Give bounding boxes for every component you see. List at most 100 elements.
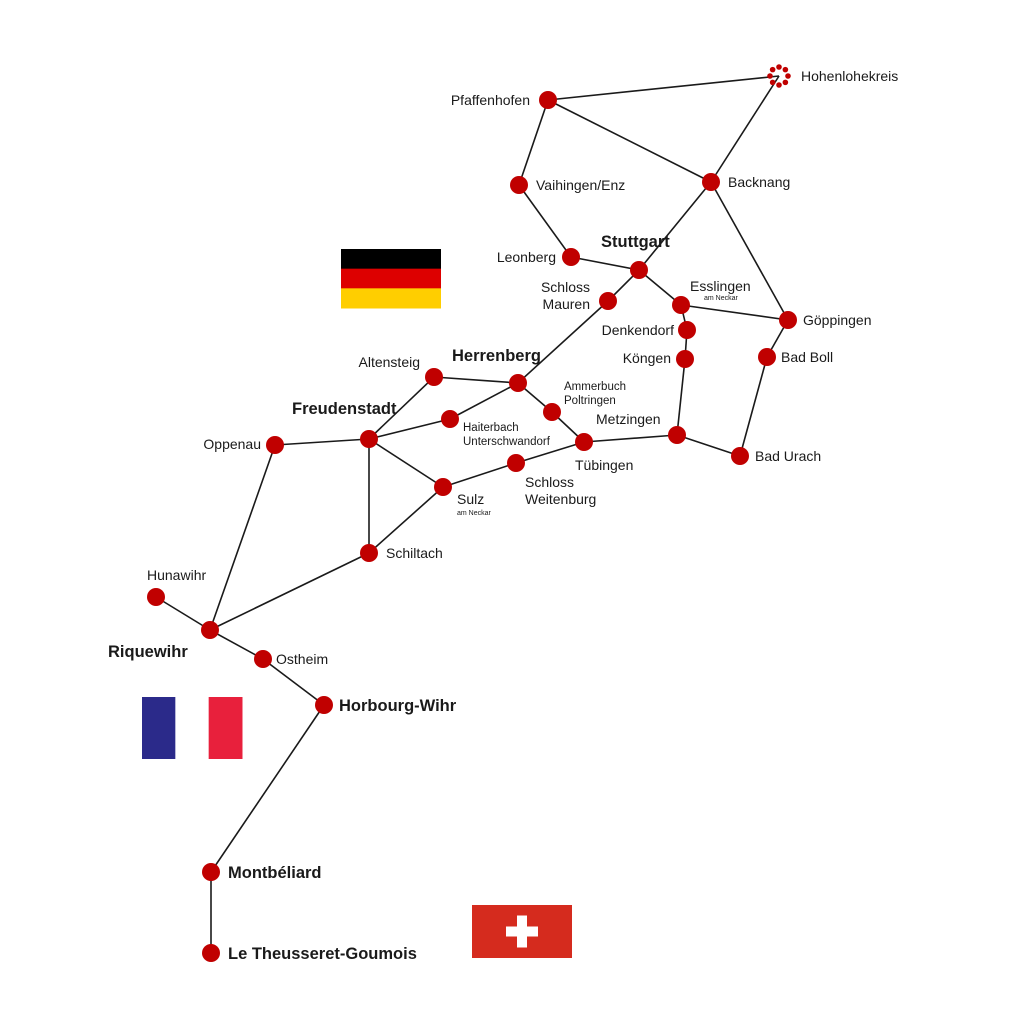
route-pfaffenhofen-hohenlohekreis: [547, 75, 780, 101]
route-esslingen-goeppingen: [680, 304, 789, 321]
node-stuttgart: [630, 261, 648, 279]
label-tuebingen: Tübingen: [575, 457, 633, 473]
route-schloss-mauren-herrenberg: [517, 300, 609, 384]
route-oppenau-riquewihr: [209, 444, 276, 631]
node-denkendorf: [678, 321, 696, 339]
label-leonberg: Leonberg: [497, 249, 556, 265]
node-schloss-weitenburg: [507, 454, 525, 472]
ring-dot: [767, 73, 773, 79]
route-freudenstadt-sulz: [368, 438, 444, 488]
ring-dot: [776, 64, 782, 70]
node-leonberg: [562, 248, 580, 266]
label-pfaffenhofen: Pfaffenhofen: [451, 92, 530, 108]
label-schloss-mauren: Mauren: [543, 296, 590, 312]
route-bad-boll-bad-urach: [739, 356, 768, 457]
route-schiltach-riquewihr: [209, 552, 370, 631]
label-schiltach: Schiltach: [386, 545, 443, 561]
ring-dot: [769, 79, 776, 86]
node-le-theusseret: [202, 944, 220, 962]
label-schloss-weitenburg: Schloss: [525, 474, 574, 490]
germany-flag-stripe: [341, 268, 441, 289]
node-altensteig: [425, 368, 443, 386]
label-oppenau: Oppenau: [203, 436, 261, 452]
node-koengen: [676, 350, 694, 368]
route-pfaffenhofen-backnang: [547, 99, 712, 183]
route-backnang-stuttgart: [638, 181, 712, 271]
label-koengen: Köngen: [623, 350, 671, 366]
ring-dot: [776, 82, 782, 88]
route-koengen-metzingen: [676, 358, 686, 436]
label-horbourg-wihr: Horbourg-Wihr: [339, 697, 457, 715]
label-haiterbach: Unterschwandorf: [463, 436, 551, 448]
route-tuebingen-metzingen: [583, 434, 678, 443]
label-herrenberg: Herrenberg: [452, 347, 541, 365]
label-riquewihr: Riquewihr: [108, 643, 188, 661]
label-goeppingen: Göppingen: [803, 312, 872, 328]
node-freudenstadt: [360, 430, 378, 448]
route-leonberg-stuttgart: [570, 256, 640, 271]
label-ammerbuch: Ammerbuch: [564, 381, 626, 393]
route-altensteig-herrenberg: [433, 376, 519, 384]
route-horbourg-wihr-montbeliard: [210, 704, 325, 873]
swiss-cross-icon: [517, 915, 527, 948]
switzerland-flag: [472, 905, 572, 958]
flags-layer: [142, 249, 572, 958]
node-tuebingen: [575, 433, 593, 451]
route-stuttgart-esslingen: [638, 269, 682, 306]
node-hohenlohekreis-ring-icon: [767, 64, 791, 88]
node-esslingen: [672, 296, 690, 314]
route-hunawihr-riquewihr: [155, 596, 211, 631]
route-sulz-schiltach: [368, 486, 444, 554]
route-altensteig-freudenstadt: [368, 376, 435, 440]
france-flag-stripe: [208, 697, 243, 759]
nodes-layer: [147, 64, 797, 962]
route-herrenberg-haiterbach: [449, 382, 519, 420]
label-ammerbuch: Poltringen: [564, 395, 616, 407]
node-ostheim: [254, 650, 272, 668]
label-vaihingen: Vaihingen/Enz: [536, 177, 625, 193]
route-pfaffenhofen-vaihingen: [518, 99, 549, 186]
label-sulz: Sulz: [457, 491, 484, 507]
node-riquewihr: [201, 621, 219, 639]
route-backnang-goeppingen: [710, 181, 789, 321]
label-altensteig: Altensteig: [359, 354, 420, 370]
label-esslingen: Esslingen: [690, 278, 751, 294]
label-schloss-weitenburg: Weitenburg: [525, 491, 596, 507]
route-metzingen-bad-urach: [676, 434, 741, 457]
node-horbourg-wihr: [315, 696, 333, 714]
ring-dot: [769, 66, 776, 73]
sublabel-sulz: am Neckar: [457, 510, 492, 517]
node-ammerbuch: [543, 403, 561, 421]
label-hunawihr: Hunawihr: [147, 567, 206, 583]
label-hohenlohekreis: Hohenlohekreis: [801, 68, 898, 84]
label-haiterbach: Haiterbach: [463, 422, 519, 434]
node-haiterbach: [441, 410, 459, 428]
node-oppenau: [266, 436, 284, 454]
label-bad-boll: Bad Boll: [781, 349, 833, 365]
route-hohenlohekreis-backnang: [710, 75, 780, 183]
route-freudenstadt-oppenau: [274, 438, 370, 446]
node-schloss-mauren: [599, 292, 617, 310]
route-haiterbach-freudenstadt: [368, 418, 451, 440]
node-hunawihr: [147, 588, 165, 606]
route-riquewihr-ostheim: [209, 629, 264, 660]
label-backnang: Backnang: [728, 174, 790, 190]
node-goeppingen: [779, 311, 797, 329]
node-metzingen: [668, 426, 686, 444]
node-schiltach: [360, 544, 378, 562]
node-montbeliard: [202, 863, 220, 881]
label-le-theusseret: Le Theusseret-Goumois: [228, 945, 417, 963]
germany-flag: [341, 249, 441, 309]
label-freudenstadt: Freudenstadt: [292, 400, 397, 418]
node-bad-urach: [731, 447, 749, 465]
ring-dot: [785, 73, 791, 79]
node-backnang: [702, 173, 720, 191]
label-metzingen: Metzingen: [596, 411, 661, 427]
france-flag: [142, 697, 243, 759]
label-ostheim: Ostheim: [276, 651, 328, 667]
route-vaihingen-leonberg: [518, 184, 572, 258]
label-schloss-mauren: Schloss: [541, 279, 590, 295]
france-flag-stripe: [142, 697, 176, 759]
